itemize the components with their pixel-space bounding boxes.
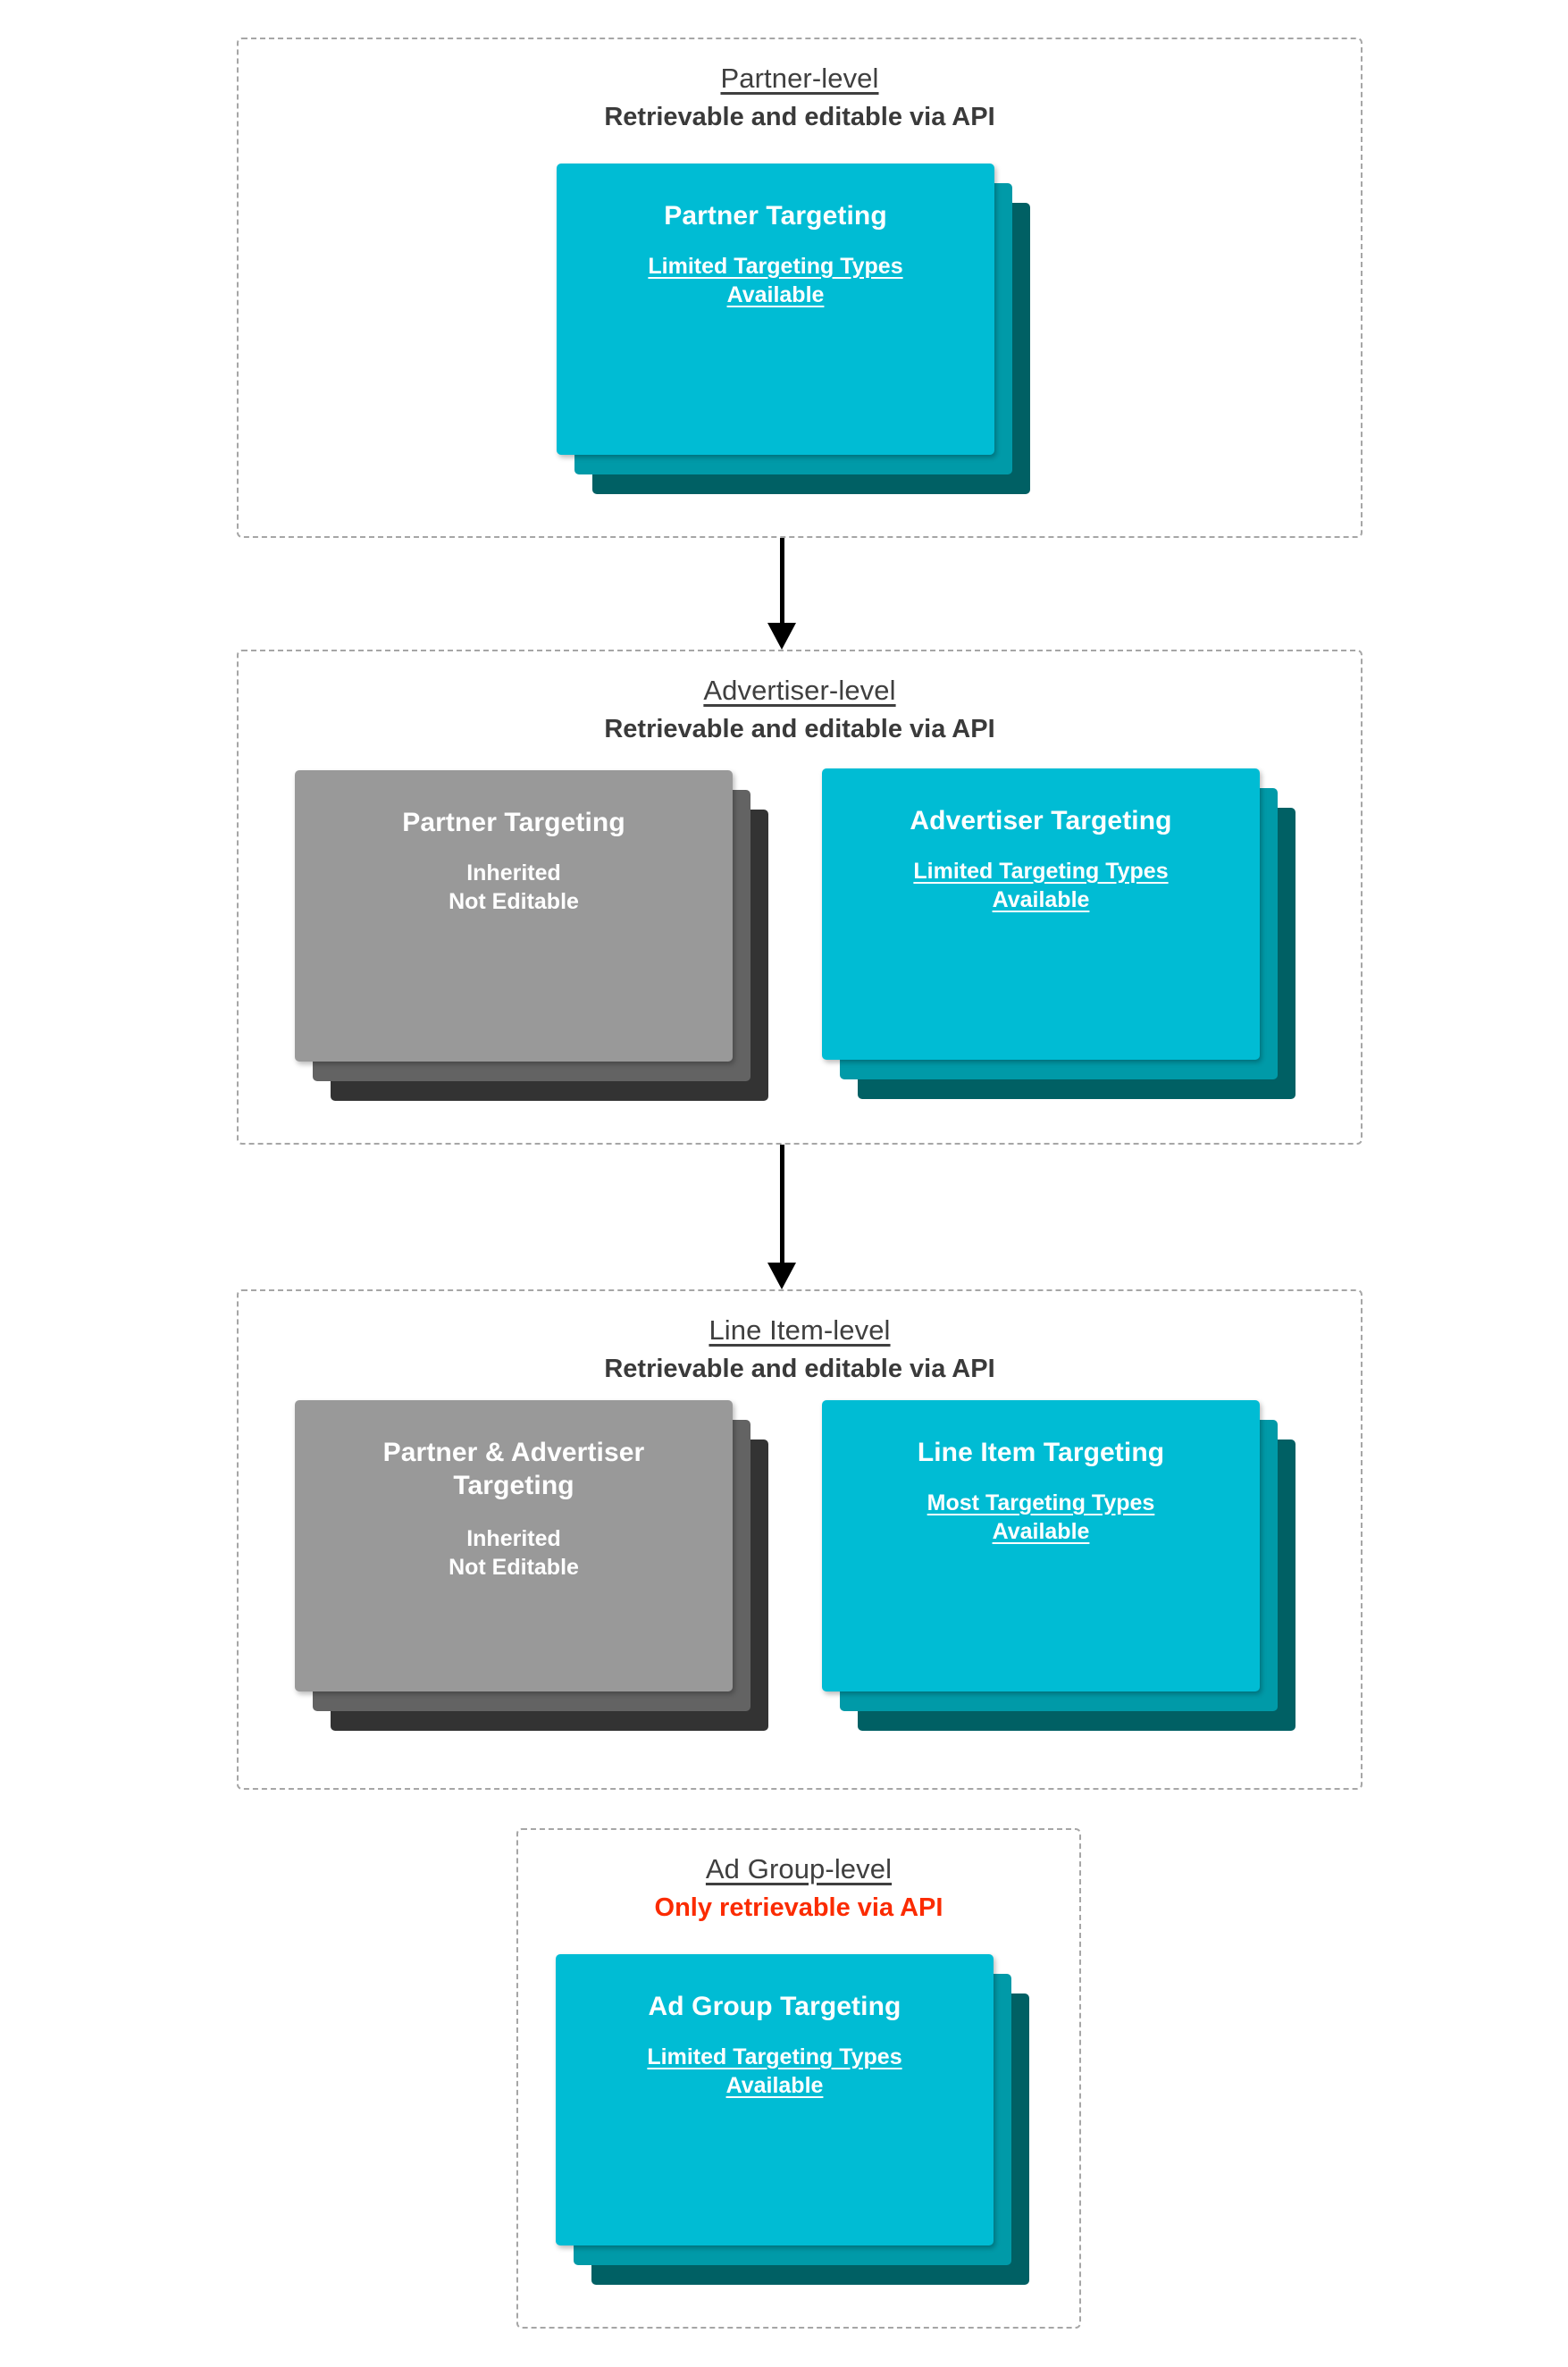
card-stack-line-item-targeting[interactable]: Line Item Targeting Most Targeting Types… xyxy=(822,1400,1295,1731)
card-title: Partner Targeting xyxy=(664,201,887,231)
card-layer-front[interactable]: Line Item Targeting Most Targeting Types… xyxy=(822,1400,1260,1691)
card-subtitle: Inherited Not Editable xyxy=(436,859,591,916)
card-layer-front[interactable]: Partner Targeting Inherited Not Editable xyxy=(295,770,733,1062)
card-subtitle: Limited Targeting Types Available xyxy=(634,2043,914,2100)
arrow-partner-to-advertiser xyxy=(764,538,800,650)
arrow-head-icon xyxy=(767,623,796,650)
card-subtitle-line1: Most Targeting Types xyxy=(927,1490,1155,1515)
card-title: Line Item Targeting xyxy=(917,1438,1165,1467)
card-subtitle-line2: Not Editable xyxy=(449,889,579,914)
card-subtitle-line2: Not Editable xyxy=(449,1555,579,1580)
level-header-ad-group: Ad Group-level Only retrievable via API xyxy=(518,1851,1079,1925)
level-header-line-item: Line Item-level Retrievable and editable… xyxy=(239,1313,1361,1386)
card-stack-partner-targeting[interactable]: Partner Targeting Limited Targeting Type… xyxy=(557,164,1030,494)
card-subtitle-line1: Limited Targeting Types xyxy=(647,2044,902,2069)
card-stack-advertiser-inherited-partner[interactable]: Partner Targeting Inherited Not Editable xyxy=(295,770,768,1101)
level-box-advertiser: Advertiser-level Retrievable and editabl… xyxy=(237,650,1363,1145)
card-subtitle: Inherited Not Editable xyxy=(436,1524,591,1582)
level-title-partner: Partner-level xyxy=(720,63,879,94)
card-stack-advertiser-targeting[interactable]: Advertiser Targeting Limited Targeting T… xyxy=(822,768,1295,1099)
card-layer-front[interactable]: Partner Targeting Limited Targeting Type… xyxy=(557,164,994,455)
card-title: Advertiser Targeting xyxy=(910,806,1172,835)
level-subtitle-ad-group: Only retrievable via API xyxy=(654,1893,943,1922)
level-title-line-item: Line Item-level xyxy=(709,1314,891,1346)
card-subtitle-line2: Available xyxy=(725,2073,824,2098)
card-subtitle-line2: Available xyxy=(726,282,825,307)
card-subtitle: Most Targeting Types Available xyxy=(915,1489,1168,1546)
card-stack-ad-group-targeting[interactable]: Ad Group Targeting Limited Targeting Typ… xyxy=(556,1954,1029,2285)
arrow-line xyxy=(779,1145,784,1265)
card-subtitle: Limited Targeting Types Available xyxy=(635,252,915,309)
card-subtitle-line1: Limited Targeting Types xyxy=(648,254,903,279)
level-subtitle-partner: Retrievable and editable via API xyxy=(604,103,995,131)
card-subtitle: Limited Targeting Types Available xyxy=(901,857,1180,914)
card-title: Ad Group Targeting xyxy=(648,1992,901,2021)
level-subtitle-advertiser: Retrievable and editable via API xyxy=(604,715,995,743)
card-stack-line-item-inherited[interactable]: Partner & Advertiser Targeting Inherited… xyxy=(295,1400,768,1731)
level-box-line-item: Line Item-level Retrievable and editable… xyxy=(237,1289,1363,1790)
arrow-advertiser-to-line-item xyxy=(764,1145,800,1289)
card-title: Partner Targeting xyxy=(402,808,625,837)
level-box-ad-group: Ad Group-level Only retrievable via API … xyxy=(516,1828,1081,2329)
level-title-advertiser: Advertiser-level xyxy=(703,675,896,706)
level-header-partner: Partner-level Retrievable and editable v… xyxy=(239,61,1361,134)
card-subtitle-line2: Available xyxy=(992,887,1090,912)
level-title-ad-group: Ad Group-level xyxy=(705,1853,893,1884)
arrow-line xyxy=(779,538,784,625)
card-title: Partner & Advertiser Targeting xyxy=(382,1438,645,1500)
card-subtitle-line1: Limited Targeting Types xyxy=(913,859,1169,884)
level-header-advertiser: Advertiser-level Retrievable and editabl… xyxy=(239,673,1361,746)
card-layer-front[interactable]: Ad Group Targeting Limited Targeting Typ… xyxy=(556,1954,994,2245)
arrow-head-icon xyxy=(767,1263,796,1289)
level-subtitle-line-item: Retrievable and editable via API xyxy=(604,1355,995,1383)
card-subtitle-line2: Available xyxy=(992,1519,1090,1544)
card-subtitle-line1: Inherited xyxy=(466,860,561,886)
card-subtitle-line1: Inherited xyxy=(466,1526,561,1551)
level-box-partner: Partner-level Retrievable and editable v… xyxy=(237,38,1363,538)
card-layer-front[interactable]: Advertiser Targeting Limited Targeting T… xyxy=(822,768,1260,1060)
card-layer-front[interactable]: Partner & Advertiser Targeting Inherited… xyxy=(295,1400,733,1691)
